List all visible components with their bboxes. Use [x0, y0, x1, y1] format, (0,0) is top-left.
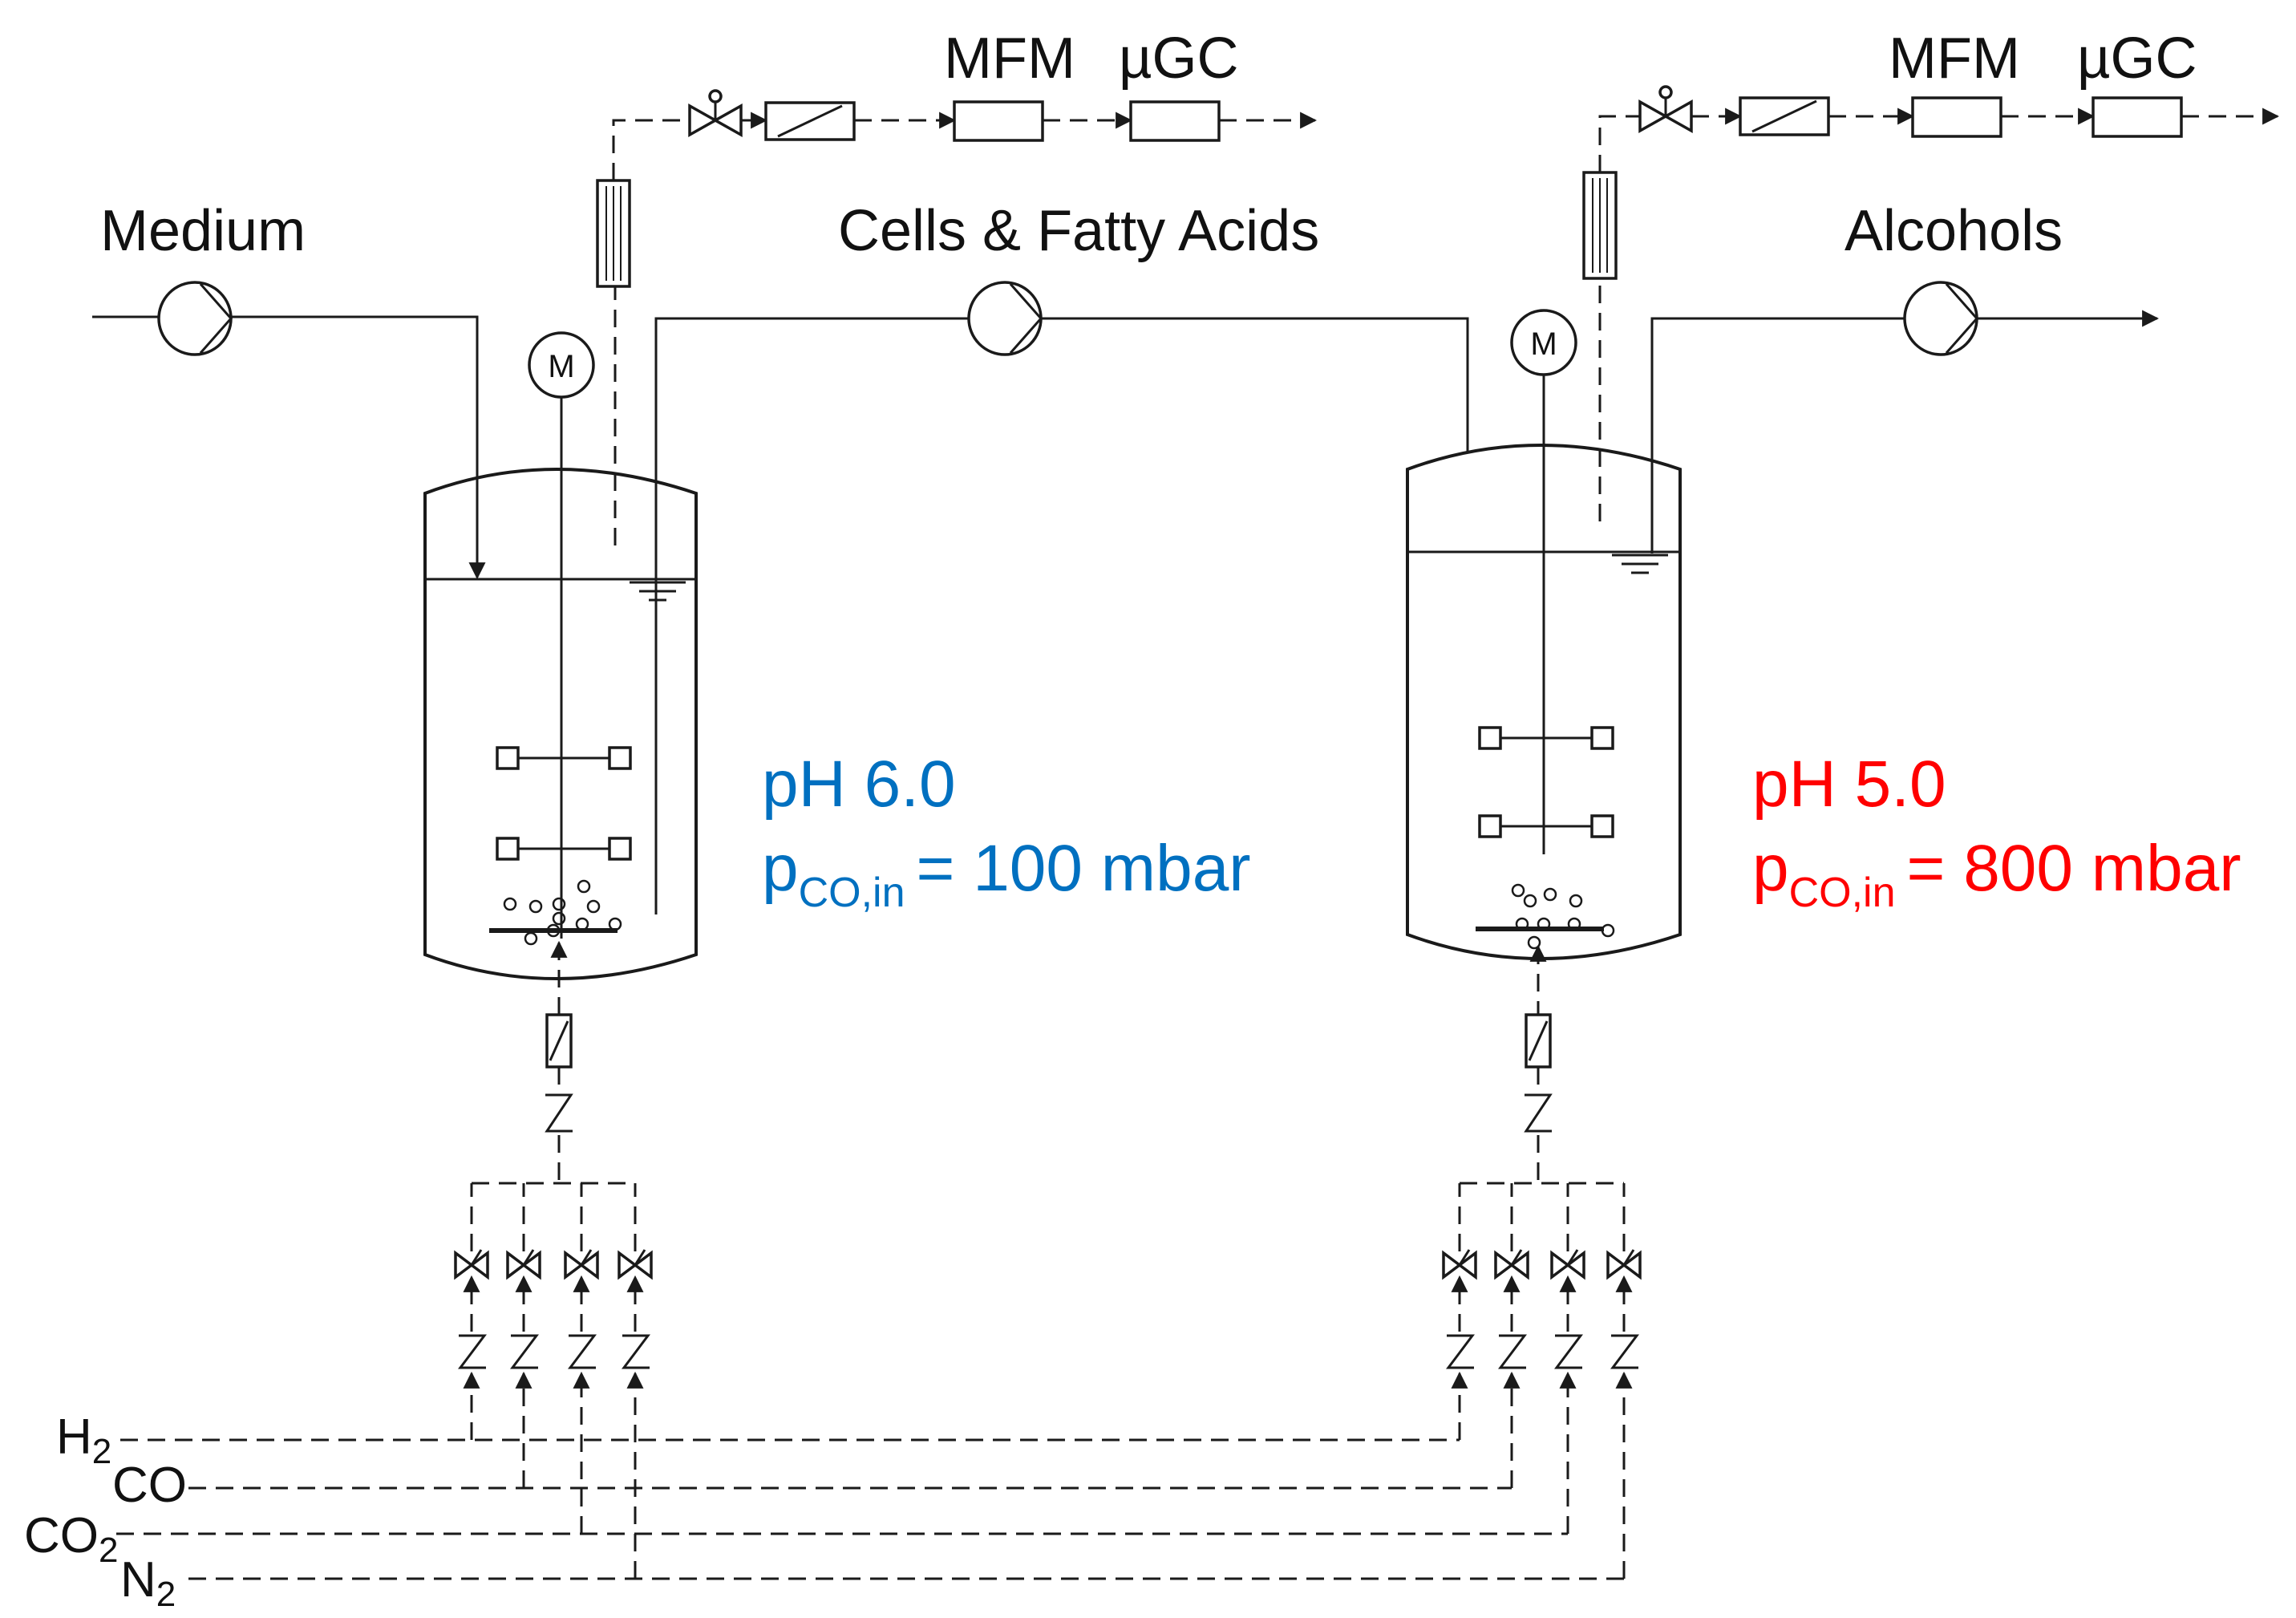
reactor-1-h2-check-valve-icon	[458, 1334, 487, 1369]
reactor-1: M	[92, 273, 1476, 980]
reactor-1-ugc-box	[1129, 100, 1221, 142]
reactor-1-motor-label: M	[548, 349, 574, 384]
reactor-1-p-subscript: CO,in	[799, 870, 905, 916]
reactor-2-p-symbol: p	[1752, 832, 1789, 905]
reactor-2-n2-valve-actuator	[1622, 1249, 1635, 1266]
reactor-1-feed-filter-icon	[545, 1013, 573, 1069]
reactor-2-gas-feed	[1460, 944, 1624, 1185]
reactor-2-n2-control-valve-icon-b	[1622, 1250, 1642, 1280]
reactor-2-co2-check-valve-icon	[1554, 1334, 1583, 1369]
medium-inlet-line	[92, 315, 486, 580]
reactor-1-mfm-label: MFM	[944, 26, 1075, 91]
reactor-2-co2-control-valve-icon	[1550, 1250, 1570, 1280]
reactor-2-filter-icon	[1739, 96, 1830, 136]
reactor-2-n2-control-valve-icon	[1606, 1250, 1626, 1280]
gas-label-n2: N2	[120, 1552, 176, 1614]
reactor-1-n2-control-valve-icon	[618, 1250, 638, 1280]
reactor-1-check-valve-icon	[545, 1093, 573, 1133]
reactor-1-offgas-train	[596, 89, 1318, 288]
gas-label-h2: H2	[56, 1409, 111, 1471]
reactor-1-pressure-valve-icon	[688, 89, 743, 137]
reactor-1-gas-bubbles	[503, 879, 622, 946]
reactor-1-impeller-lower	[496, 837, 632, 861]
reactor-1-filter-icon	[764, 101, 856, 141]
reactor-2-ph: pH 5.0	[1752, 748, 1946, 821]
reactor-2-feed-filter-icon	[1525, 1013, 1552, 1069]
reactor-1-outlet-line	[654, 317, 1476, 914]
reactor-1-co2-check-valve-icon	[568, 1334, 597, 1369]
reactor-2-pco: pCO,in= 800 mbar	[1752, 832, 2241, 916]
reactor-2-pressure-valve-icon	[1638, 85, 1693, 133]
reactor-1-co-control-valve-icon	[506, 1250, 526, 1280]
alcohols-pump-icon	[1903, 281, 1979, 356]
reactor-2-co-control-valve-icon-b	[1509, 1250, 1529, 1280]
reactor-2-level-symbol	[1612, 554, 1668, 574]
gas-branch-valves	[116, 1183, 1642, 1580]
reactor-1-pco: pCO,in = 100 mbar	[762, 832, 1251, 916]
reactor-2-p-subscript: CO,in	[1789, 870, 1896, 916]
reactor-2-motor-icon	[1510, 309, 1577, 376]
reactor-2-check-valve-icon	[1524, 1093, 1553, 1133]
reactor-1-gas-feed	[472, 940, 635, 1185]
reactor-2-h2-control-valve-icon-b	[1457, 1250, 1477, 1280]
reactor-2-mfm-box	[1911, 96, 2002, 138]
reactor-1-n2-control-valve-icon-b	[633, 1250, 653, 1280]
reactor-1-co2-control-valve-icon	[564, 1250, 584, 1280]
reactor-2-impeller-upper	[1478, 726, 1614, 750]
reactor-1-co-valve-actuator	[522, 1249, 535, 1266]
reactor-1-co2-control-valve-icon-b	[579, 1250, 599, 1280]
reactor-2-p-value: = 800 mbar	[1907, 832, 2241, 905]
reactor-1-n2-valve-actuator	[634, 1249, 646, 1266]
medium-pump-icon	[157, 281, 233, 356]
reactor-1-h2-control-valve-icon	[454, 1250, 474, 1280]
reactor-2-offgas-train	[1582, 85, 2280, 280]
reactor-1-co-control-valve-icon-b	[521, 1250, 541, 1280]
reactor-2-co-check-valve-icon	[1498, 1334, 1527, 1369]
gas-label-co: CO	[112, 1458, 187, 1513]
reactor-2-h2-valve-actuator	[1458, 1249, 1471, 1266]
reactor-2-h2-control-valve-icon	[1442, 1250, 1462, 1280]
reactor-1-p-symbol: p	[762, 832, 799, 905]
reactor-1-h2-control-valve-icon-b	[469, 1250, 489, 1280]
reactor-1-co-check-valve-icon	[510, 1334, 539, 1369]
reactor-2-co-valve-actuator	[1510, 1249, 1523, 1266]
reactor-2-impeller-lower	[1478, 814, 1614, 838]
reactor-1-level-symbol	[630, 581, 686, 602]
reactor-1-impeller-upper	[496, 746, 632, 770]
reactor-1-ugc-label: µGC	[1119, 26, 1238, 91]
reactor-1-p-value: = 100 mbar	[917, 832, 1251, 905]
reactor-1-motor-icon	[528, 331, 595, 399]
gas-label-co2: CO2	[24, 1508, 118, 1570]
reactor-2-mfm-label: MFM	[1889, 26, 2020, 91]
reactor-2-co2-control-valve-icon-b	[1565, 1250, 1585, 1280]
reactor-1-co2-valve-actuator	[580, 1249, 593, 1266]
reactor-2-ugc-box	[2092, 96, 2183, 138]
label-medium: Medium	[100, 199, 306, 263]
reactor-2-n2-check-valve-icon	[1610, 1334, 1639, 1369]
reactor-2-ugc-label: µGC	[2077, 26, 2197, 91]
reactor-2-co-control-valve-icon	[1494, 1250, 1514, 1280]
reactor-1-mfm-box	[953, 100, 1044, 142]
reactor-2-motor-label: M	[1530, 326, 1557, 362]
label-alcohols: Alcohols	[1844, 199, 2063, 263]
reactor-2-co2-valve-actuator	[1566, 1249, 1579, 1266]
reactor-1-h2-valve-actuator	[470, 1249, 483, 1266]
reactor-2-outlet-line	[1650, 310, 2160, 554]
cells-pump-icon	[967, 281, 1043, 356]
reactor-2-h2-check-valve-icon	[1446, 1334, 1475, 1369]
reactor-1-n2-check-valve-icon	[622, 1334, 650, 1369]
reactor-1-ph: pH 6.0	[762, 748, 956, 821]
label-cells-fatty-acids: Cells & Fatty Acids	[838, 199, 1319, 263]
